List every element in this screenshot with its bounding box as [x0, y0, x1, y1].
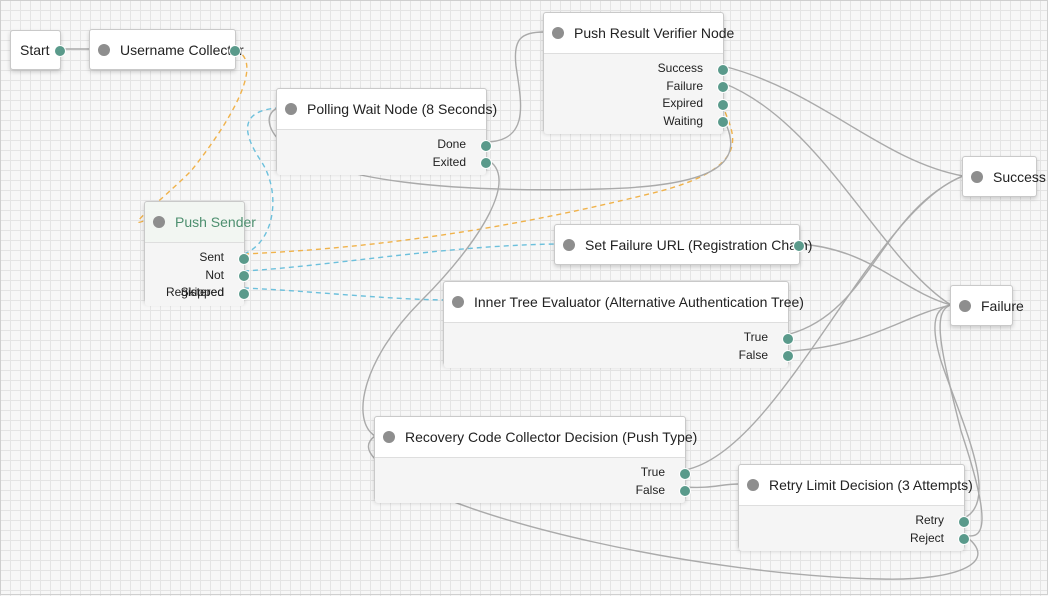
not-registered-output-port[interactable]: [238, 270, 250, 283]
node-title: Push Sender: [175, 214, 256, 230]
outcome-skipped: Skipped: [145, 284, 250, 302]
failure-input-port[interactable]: [959, 299, 971, 312]
expired-output-port[interactable]: [717, 98, 729, 111]
node-title: Recovery Code Collector Decision (Push T…: [405, 429, 698, 445]
start-node[interactable]: Start: [10, 30, 66, 70]
wire-setfailure-failure: [799, 243, 952, 306]
outcome-done: Done: [277, 136, 492, 154]
wire-done-verifier: [485, 31, 545, 143]
polling-wait-node[interactable]: Polling Wait Node (8 Seconds) Done Exite…: [276, 88, 497, 175]
wire-success-success: [722, 65, 964, 177]
wire-recoveryfalse-retry: [684, 483, 740, 489]
push-sender-node[interactable]: Push Sender Sent Not Registered Skipped: [144, 201, 256, 306]
reject-output-port[interactable]: [958, 533, 970, 546]
outcome-waiting: Waiting: [544, 113, 729, 131]
username-collector-node[interactable]: Username Collector: [89, 29, 244, 70]
inner-tree-evaluator-node[interactable]: Inner Tree Evaluator (Alternative Authen…: [443, 281, 804, 368]
node-title: Polling Wait Node (8 Seconds): [307, 101, 498, 117]
wire-sent-polling: [243, 107, 278, 255]
set-failure-url-input-port[interactable]: [563, 238, 575, 251]
push-sender-input-port[interactable]: [153, 216, 165, 228]
true-output-port[interactable]: [679, 467, 691, 480]
outcome-retry: Retry: [739, 512, 970, 530]
sent-output-port[interactable]: [238, 252, 250, 265]
username-collector-input-port[interactable]: [98, 43, 110, 56]
retry-limit-decision-node[interactable]: Retry Limit Decision (3 Attempts) Retry …: [738, 464, 973, 551]
push-result-verifier-node[interactable]: Push Result Verifier Node Success Failur…: [543, 12, 734, 134]
node-title: Failure: [981, 297, 1024, 314]
outcome-false: False: [444, 347, 794, 365]
start-output-port[interactable]: [54, 45, 66, 57]
outcome-sent: Sent: [145, 249, 250, 267]
node-title: Username Collector: [120, 41, 244, 58]
success-input-port[interactable]: [971, 170, 983, 183]
wire-failure-failure: [722, 82, 952, 306]
node-title: Set Failure URL (Registration Chain): [585, 236, 813, 253]
outcome-exited: Exited: [277, 154, 492, 172]
wire-innertrue-success: [789, 175, 964, 335]
recovery-code-decision-input-port[interactable]: [383, 431, 395, 443]
exited-output-port[interactable]: [480, 157, 492, 170]
outcome-false: False: [375, 482, 691, 500]
node-title: Retry Limit Decision (3 Attempts): [769, 477, 973, 493]
inner-tree-evaluator-input-port[interactable]: [452, 296, 464, 308]
false-output-port[interactable]: [679, 485, 691, 498]
true-output-port[interactable]: [782, 332, 794, 345]
recovery-code-decision-node[interactable]: Recovery Code Collector Decision (Push T…: [374, 416, 697, 503]
node-title: Success: [993, 168, 1046, 185]
outcome-true: True: [444, 329, 794, 347]
outcome-success: Success: [544, 60, 729, 78]
node-title: Push Result Verifier Node: [574, 25, 735, 41]
wire-innerfalse-failure: [789, 304, 952, 352]
waiting-output-port[interactable]: [717, 116, 729, 129]
polling-wait-input-port[interactable]: [285, 103, 297, 115]
success-node[interactable]: Success: [962, 156, 1046, 197]
outcome-expired: Expired: [544, 95, 729, 113]
done-output-port[interactable]: [480, 139, 492, 152]
success-output-port[interactable]: [717, 63, 729, 76]
outcome-true: True: [375, 464, 691, 482]
false-output-port[interactable]: [782, 350, 794, 363]
outcome-failure: Failure: [544, 78, 729, 96]
node-title: Inner Tree Evaluator (Alternative Authen…: [474, 294, 804, 310]
wire-skipped-inner: [243, 287, 445, 301]
set-failure-url-output-port[interactable]: [793, 239, 805, 252]
skipped-output-port[interactable]: [238, 287, 250, 300]
wire-username-pushsender: [137, 49, 248, 223]
retry-output-port[interactable]: [958, 515, 970, 528]
failure-output-port[interactable]: [717, 81, 729, 94]
node-title: Start: [20, 42, 50, 58]
wire-notregistered-setfailure: [243, 243, 556, 272]
set-failure-url-node[interactable]: Set Failure URL (Registration Chain): [554, 224, 812, 265]
username-collector-output-port[interactable]: [229, 44, 241, 57]
push-result-verifier-input-port[interactable]: [552, 27, 564, 39]
outcome-reject: Reject: [739, 530, 970, 548]
outcome-not-registered: Not Registered: [145, 267, 250, 299]
failure-node[interactable]: Failure: [950, 285, 1024, 326]
retry-limit-decision-input-port[interactable]: [747, 479, 759, 491]
